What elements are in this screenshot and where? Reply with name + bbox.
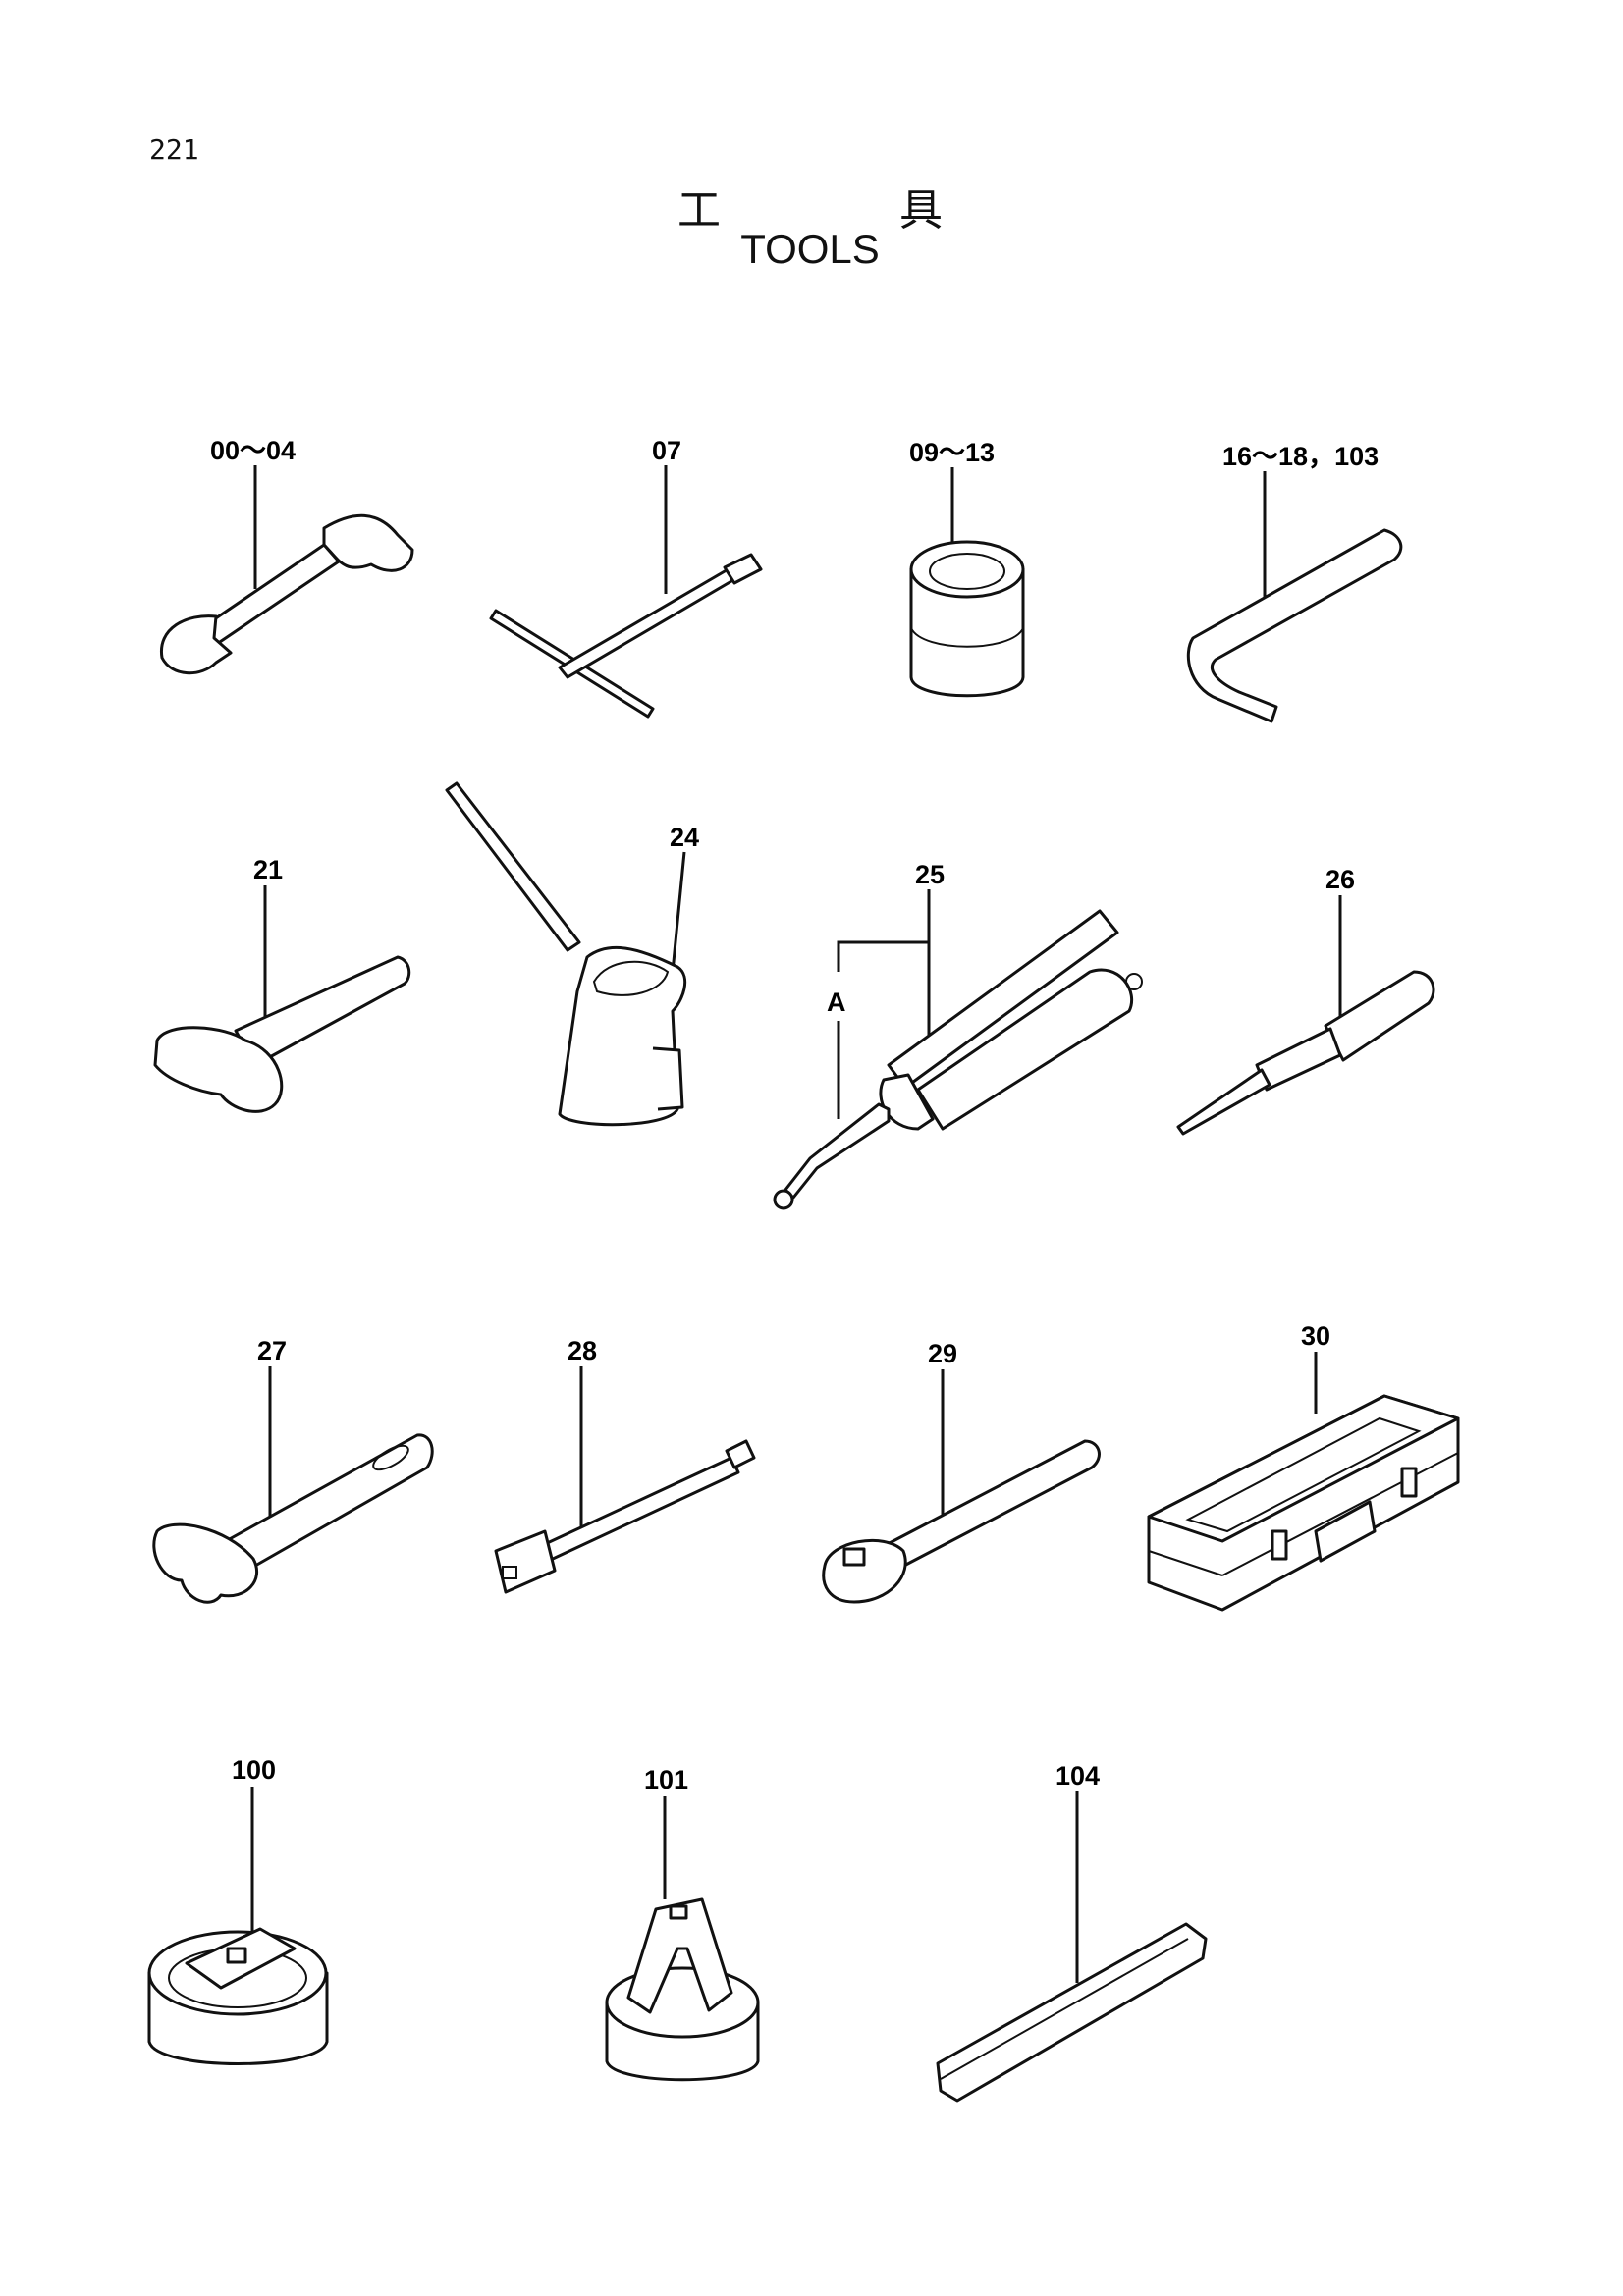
adjustable-wrench-jaw — [152, 1522, 259, 1604]
t-wrench-drawing: 07 — [489, 436, 763, 719]
hex-bar-body — [936, 1922, 1208, 2103]
extension-bar-shaft — [528, 1456, 740, 1568]
title-jp-char-2: 具 — [899, 186, 943, 236]
hex-bar-edge — [940, 1938, 1189, 2080]
filter-wrench-101-square-drive — [669, 1904, 688, 1920]
socket-body — [909, 567, 1025, 698]
grease-gun-drawing: 25 A — [773, 860, 1143, 1210]
tool-box-seam-side — [1221, 1452, 1459, 1576]
callout-filter-wrench-101: 101 — [644, 1765, 688, 1794]
ratchet-handle-drawing: 29 — [822, 1339, 1101, 1604]
screwdriver-grip — [1255, 1027, 1342, 1092]
leader-bracket-a — [837, 940, 929, 972]
extension-bar-drawing: 28 — [494, 1336, 756, 1594]
tool-box-lid-panel — [1185, 1416, 1422, 1533]
wrench-head-right — [322, 513, 414, 572]
filter-wrench-100-square-drive — [226, 1947, 247, 1964]
wrench-head-left — [160, 614, 233, 675]
callout-t-wrench: 07 — [652, 436, 681, 465]
oil-can-body — [558, 945, 687, 1127]
tool-box-latch-right — [1400, 1467, 1418, 1498]
callout-wrench: 00～04 — [210, 436, 296, 465]
adjustable-wrench-drawing: 27 — [152, 1336, 434, 1604]
callout-ratchet-handle: 29 — [928, 1339, 957, 1368]
grease-gun-nozzle — [773, 1189, 794, 1210]
oil-can-top-opening — [592, 960, 670, 996]
callout-hex-key: 16～18，103 — [1222, 442, 1379, 471]
t-wrench-shaft — [558, 562, 745, 679]
callout-adjustable-wrench: 27 — [257, 1336, 287, 1365]
callout-hex-bar: 104 — [1055, 1761, 1100, 1790]
grease-gun-head — [879, 1073, 935, 1131]
hammer-drawing: 21 — [153, 855, 411, 1113]
filter-wrench-100-drawing: 100 — [147, 1755, 329, 2065]
ratchet-handle-bar — [882, 1439, 1101, 1571]
extension-bar-socket — [494, 1529, 557, 1594]
page-title-japanese: 工 具 — [677, 175, 943, 238]
screwdriver-shaft — [1176, 1068, 1271, 1136]
filter-wrench-101-rim — [605, 1966, 760, 2039]
socket-bore — [929, 553, 1005, 590]
hex-key-body — [1186, 528, 1403, 723]
callout-screwdriver: 26 — [1325, 865, 1355, 894]
callout-oil-can: 24 — [670, 823, 699, 852]
callout-socket: 09～13 — [909, 438, 995, 467]
screwdriver-handle — [1324, 970, 1435, 1062]
callout-filter-wrench-100: 100 — [232, 1755, 276, 1785]
filter-wrench-101-drawing: 101 — [605, 1765, 760, 2082]
socket-step — [910, 627, 1024, 648]
callout-grease-gun: 25 — [915, 860, 945, 889]
ratchet-square-drive — [842, 1547, 866, 1567]
oil-can-drawing: 24 — [445, 781, 699, 1127]
oil-can-handle — [652, 1046, 684, 1111]
page-title: TOOLS — [740, 226, 880, 272]
callout-tool-box: 30 — [1301, 1321, 1330, 1351]
tool-box-drawing: 30 — [1147, 1321, 1460, 1612]
callout-hammer: 21 — [253, 855, 283, 884]
tool-box-lid — [1147, 1394, 1460, 1543]
extension-bar-square-drive — [502, 1566, 517, 1579]
tool-box-seam-front — [1148, 1550, 1223, 1576]
title-jp-char-1: 工 — [677, 186, 721, 236]
wrench-shank — [199, 543, 341, 648]
hammer-handle — [234, 955, 411, 1067]
extension-bar-end — [725, 1439, 756, 1469]
adjustable-wrench-handle — [224, 1433, 434, 1568]
oil-can-spout — [445, 781, 581, 952]
hex-bar-drawing: 104 — [936, 1761, 1208, 2103]
grease-gun-ring — [1125, 973, 1143, 990]
hammer-head — [153, 1026, 284, 1113]
callout-grease-gun-sub: A — [827, 988, 846, 1017]
tool-box-latch-left — [1271, 1529, 1288, 1561]
wrench-drawing: 00～04 — [160, 436, 414, 675]
hex-key-drawing: 16～18，103 — [1186, 442, 1403, 723]
leader-line-oil-can — [670, 851, 686, 983]
tool-box-handle — [1314, 1500, 1377, 1563]
callout-extension-bar: 28 — [568, 1336, 597, 1365]
adjustable-wrench-hole — [372, 1444, 409, 1471]
page-number: 221 — [149, 133, 199, 166]
t-wrench-socket-end — [723, 553, 763, 585]
socket-drawing: 09～13 — [909, 438, 1025, 698]
screwdriver-drawing: 26 — [1176, 865, 1435, 1136]
